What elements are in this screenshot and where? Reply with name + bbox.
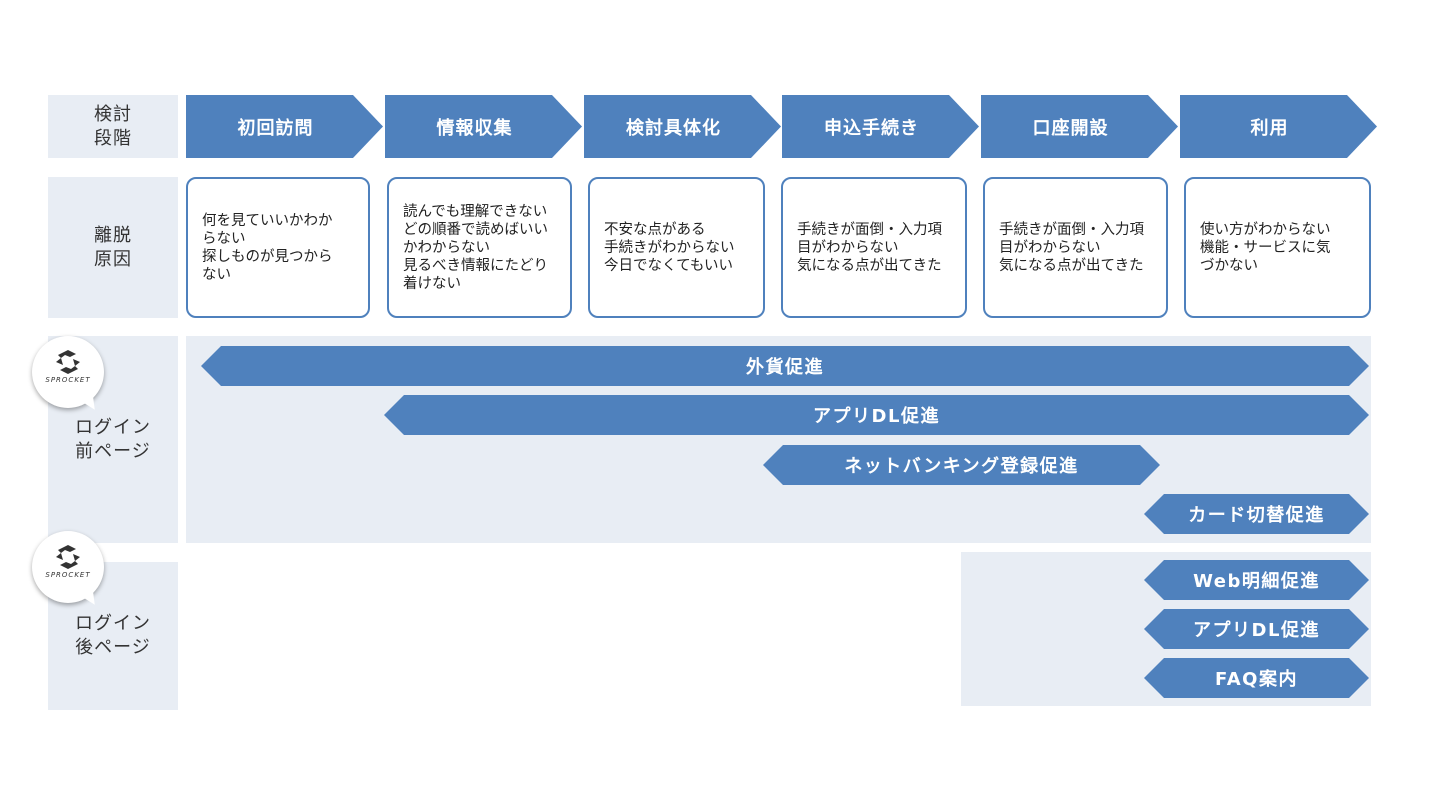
- sprocket-brand-text: SPROCKET: [45, 571, 91, 579]
- sprocket-brand-text: SPROCKET: [45, 376, 91, 384]
- sprocket-logo-icon: [56, 545, 80, 569]
- measure-web-statement-promotion: Web明細促進: [1144, 560, 1369, 600]
- reason-box-info-gathering: 読んでも理解できない どの順番で読めばいい かわからない 見るべき情報にたどり …: [387, 177, 572, 318]
- stage-application: 申込手続き: [782, 95, 979, 158]
- reason-box-account-opening: 手続きが面倒・入力項 目がわからない 気になる点が出てきた: [983, 177, 1168, 318]
- reason-box-consideration: 不安な点がある 手続きがわからない 今日でなくてもいい: [588, 177, 765, 318]
- stage-account-opening: 口座開設: [981, 95, 1178, 158]
- measure-netbanking-registration: ネットバンキング登録促進: [763, 445, 1160, 485]
- measure-app-download-promotion-after: アプリDL促進: [1144, 609, 1369, 649]
- row-label-reason: 離脱 原因: [48, 177, 178, 318]
- sprocket-logo-badge-2: SPROCKET: [32, 531, 104, 610]
- measure-app-download-promotion: アプリDL促進: [384, 395, 1369, 435]
- reason-box-application: 手続きが面倒・入力項 目がわからない 気になる点が出てきた: [781, 177, 967, 318]
- measure-card-switch-promotion: カード切替促進: [1144, 494, 1369, 534]
- stage-info-gathering: 情報収集: [385, 95, 582, 158]
- sprocket-logo-badge: SPROCKET: [32, 336, 104, 415]
- reason-box-usage: 使い方がわからない 機能・サービスに気 づかない: [1184, 177, 1371, 318]
- stage-consideration: 検討具体化: [584, 95, 781, 158]
- stage-usage: 利用: [1180, 95, 1377, 158]
- measure-fx-promotion: 外貨促進: [201, 346, 1369, 386]
- reason-box-first-visit: 何を見ていいかわか らない 探しものが見つから ない: [186, 177, 370, 318]
- sprocket-logo-icon: [56, 350, 80, 374]
- measure-faq-guide: FAQ案内: [1144, 658, 1369, 698]
- stage-first-visit: 初回訪問: [186, 95, 383, 158]
- row-label-stage: 検討 段階: [48, 95, 178, 158]
